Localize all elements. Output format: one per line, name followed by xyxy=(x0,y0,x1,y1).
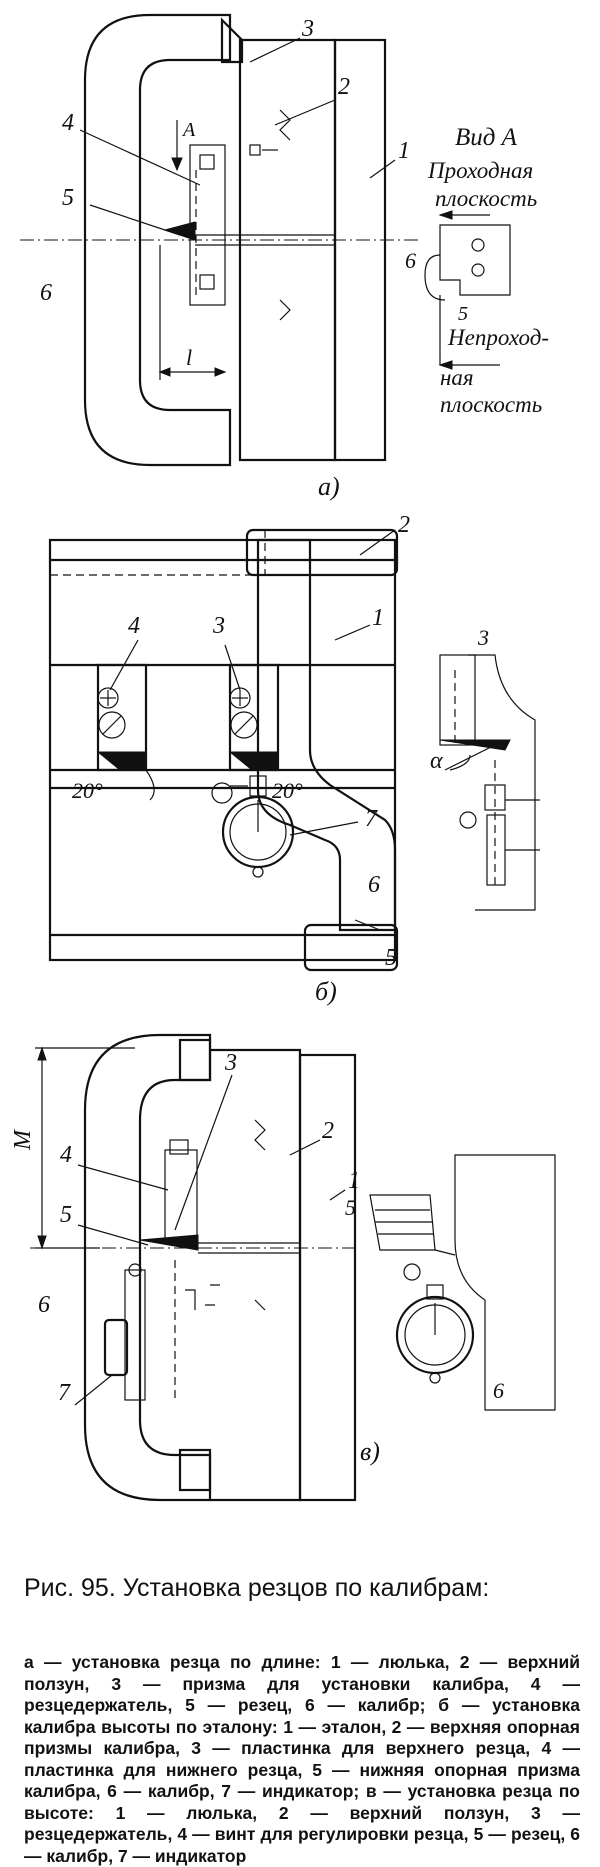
inset-b-angle-symbol: α xyxy=(430,748,443,774)
view-b-callout-6: 6 xyxy=(368,872,380,898)
inset-b-callout-3: 3 xyxy=(477,625,489,650)
technical-drawing: 3 2 1 4 5 6 A l а) Вид А Проходная плоск… xyxy=(10,13,556,1502)
view-a: 3 2 1 4 5 6 A l а) Вид А Проходная плоск… xyxy=(20,13,549,501)
view-b-callout-2: 2 xyxy=(398,512,410,538)
view-b: 2 1 4 3 7 6 5 20° 20° б) 3 α xyxy=(48,512,540,1006)
view-a-callout-5: 5 xyxy=(62,185,74,211)
figure-caption-title: Рис. 95. Установка резцов по калибрам: xyxy=(24,1574,490,1602)
view-c-inset: 5 6 xyxy=(345,1154,556,1411)
view-c: 3 2 1 4 5 6 7 М в) 5 6 xyxy=(10,1033,556,1502)
view-b-callout-5: 5 xyxy=(385,945,397,971)
inset-top-label-1: Проходная xyxy=(427,158,533,183)
view-c-callout-4: 4 xyxy=(60,1142,72,1168)
view-c-panel-label: в) xyxy=(360,1437,380,1466)
inset-bottom-label-2: ная xyxy=(440,365,474,390)
view-b-panel-label: б) xyxy=(315,977,337,1006)
view-c-dimension-label: М xyxy=(10,1128,36,1151)
view-a-panel-label: а) xyxy=(318,472,340,501)
view-c-callout-7: 7 xyxy=(58,1380,71,1406)
view-c-callout-3: 3 xyxy=(224,1050,237,1076)
inset-c-callout-5: 5 xyxy=(345,1195,356,1220)
inset-callout-6: 6 xyxy=(405,248,416,273)
view-c-callout-5: 5 xyxy=(60,1202,72,1228)
inset-callout-5: 5 xyxy=(458,303,468,325)
view-a-callout-6: 6 xyxy=(40,280,52,306)
inset-title: Вид А xyxy=(455,124,518,151)
inset-top-label-2: плоскость xyxy=(435,186,537,211)
view-b-callout-7: 7 xyxy=(365,806,378,832)
view-b-callout-3: 3 xyxy=(212,613,225,639)
view-c-callout-1: 1 xyxy=(348,1168,360,1194)
view-c-callout-2: 2 xyxy=(322,1118,334,1144)
view-a-inset: Вид А Проходная плоскость 6 5 Непроход- … xyxy=(405,124,549,417)
view-a-callout-1: 1 xyxy=(398,138,410,164)
view-b-callout-1: 1 xyxy=(372,605,384,631)
view-b-angle-left: 20° xyxy=(72,778,103,803)
view-b-callout-4: 4 xyxy=(128,613,140,639)
view-a-arrow-label: A xyxy=(181,119,196,141)
figure-caption-body: а — установка резца по длине: 1 — люлька… xyxy=(24,1652,580,1866)
view-a-callout-3: 3 xyxy=(301,16,314,42)
view-a-dimension-label: l xyxy=(186,345,192,370)
view-b-inset: 3 α xyxy=(430,625,540,911)
view-a-callout-4: 4 xyxy=(62,110,74,136)
inset-c-callout-6: 6 xyxy=(493,1378,504,1403)
view-b-angle-right: 20° xyxy=(272,778,303,803)
view-c-callout-6: 6 xyxy=(38,1292,50,1318)
inset-bottom-label-1: Непроход- xyxy=(447,325,549,350)
view-a-callout-2: 2 xyxy=(338,74,350,100)
inset-bottom-label-3: плоскость xyxy=(440,392,542,417)
